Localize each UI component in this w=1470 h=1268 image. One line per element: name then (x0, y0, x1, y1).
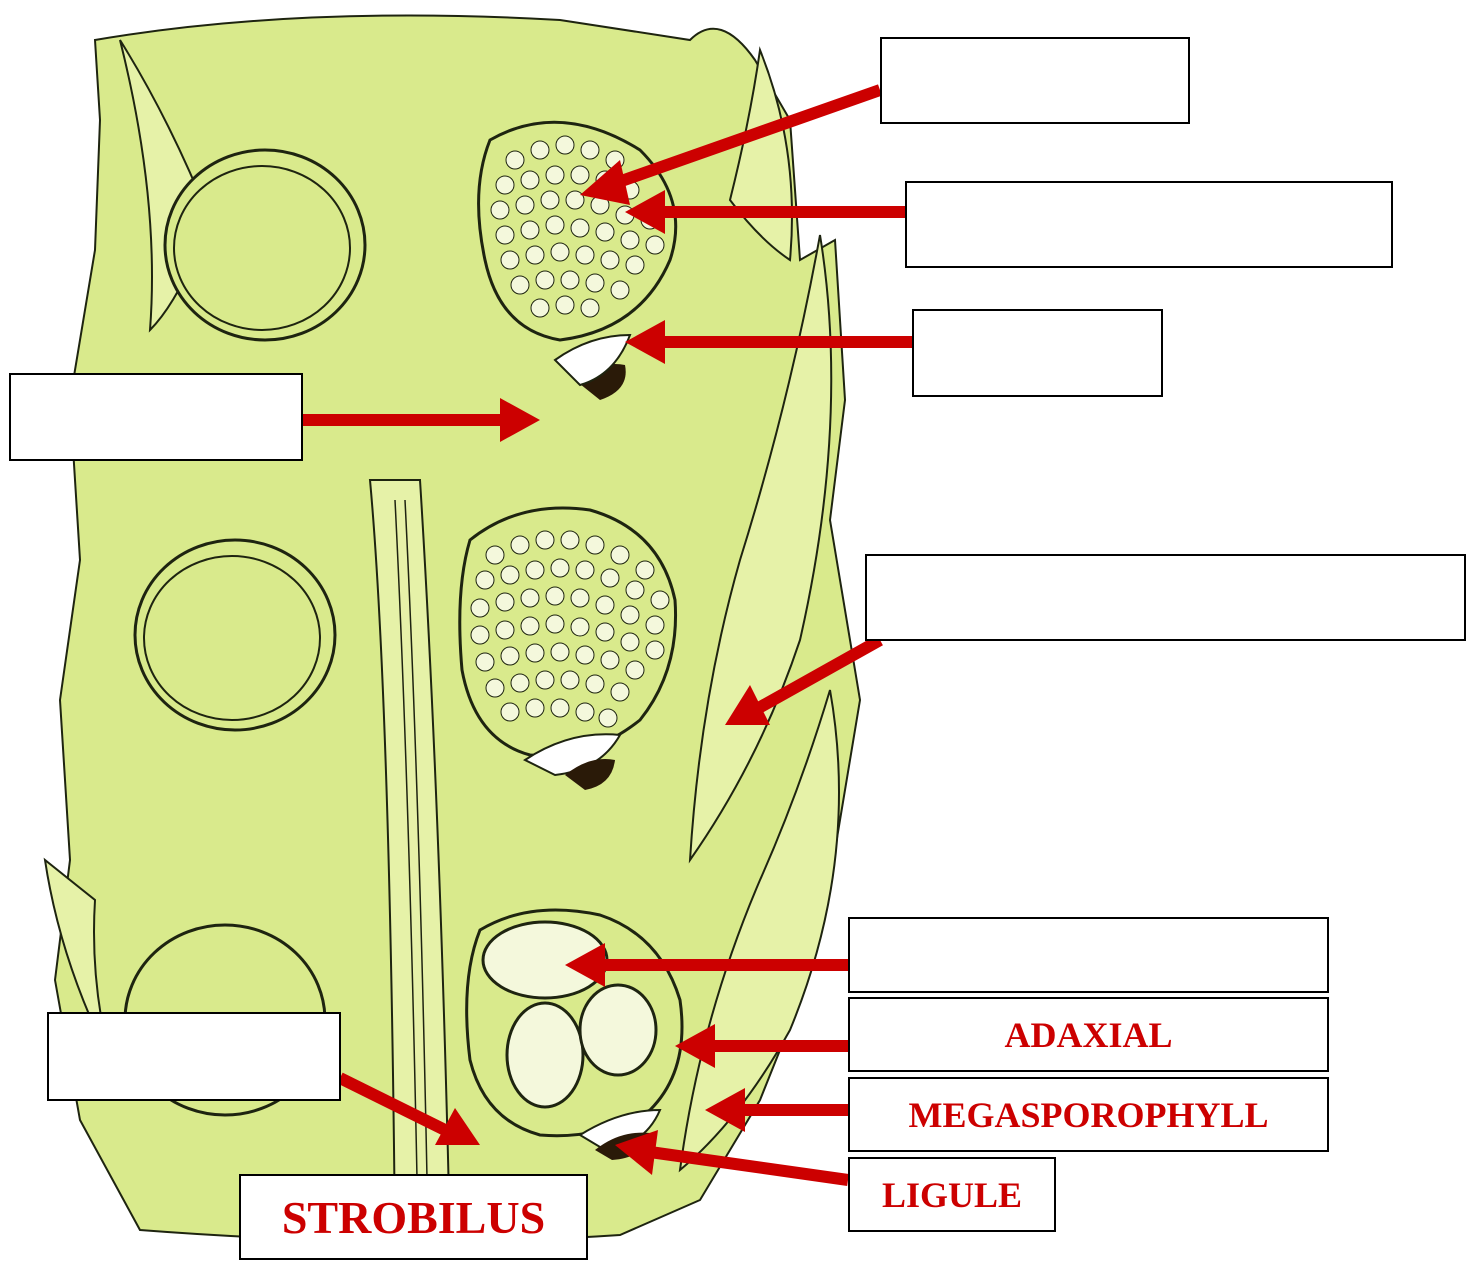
label-strobilus: STROBILUS (239, 1174, 588, 1260)
megaspore-right (580, 985, 656, 1075)
label-box-1 (880, 37, 1190, 124)
label-ligule-text: LIGULE (882, 1174, 1022, 1216)
sporangium-left-middle (135, 540, 335, 730)
label-box-7 (47, 1012, 341, 1101)
sporangium-left-upper (165, 150, 365, 340)
label-adaxial-text: ADAXIAL (1004, 1014, 1172, 1056)
label-box-2 (905, 181, 1393, 268)
label-megasporophyll: MEGASPOROPHYLL (848, 1077, 1329, 1152)
label-box-5 (865, 554, 1466, 641)
label-megasporophyll-text: MEGASPOROPHYLL (908, 1094, 1268, 1136)
label-strobilus-text: STROBILUS (282, 1191, 545, 1244)
label-box-4 (9, 373, 303, 461)
megaspore-left (507, 1003, 583, 1107)
label-ligule: LIGULE (848, 1157, 1056, 1232)
label-box-3 (912, 309, 1163, 397)
label-box-6 (848, 917, 1329, 993)
label-adaxial: ADAXIAL (848, 997, 1329, 1072)
